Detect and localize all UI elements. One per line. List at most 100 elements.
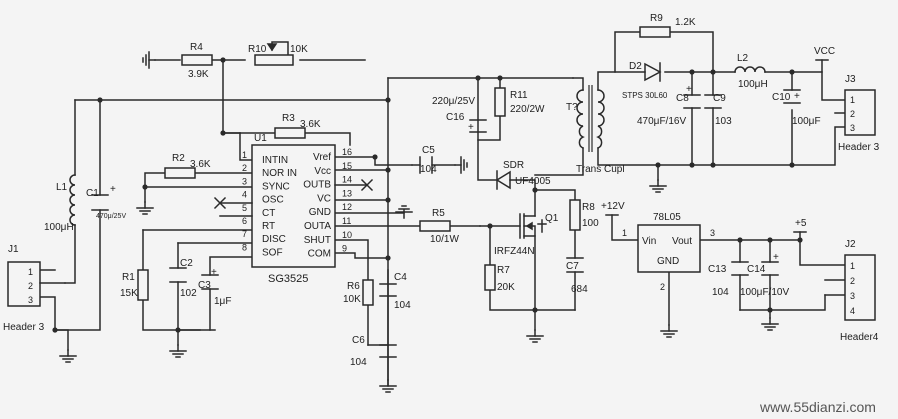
- ic-pin-name: CT: [262, 208, 275, 219]
- svg-text:Q1: Q1: [545, 213, 559, 224]
- connector-j3: J3 1 2 3 Header 3: [838, 74, 880, 153]
- svg-text:Trans Cupl: Trans Cupl: [576, 164, 625, 175]
- ic-pin-name: OUTA: [304, 221, 331, 232]
- svg-text:J1: J1: [8, 244, 19, 255]
- svg-text:C13: C13: [708, 264, 727, 275]
- ground-icon: [660, 324, 678, 338]
- wires: [39, 31, 846, 386]
- resistor-r2: R2 3.6K: [164, 153, 211, 179]
- resistor-r7: R7 20K: [484, 264, 515, 293]
- svg-text:C6: C6: [352, 335, 365, 346]
- svg-text:D2: D2: [629, 61, 642, 72]
- net-vcc: VCC: [814, 46, 835, 57]
- capacitors: C1 + 470μ/25V C2 102 C3 + 1μF C4 104 C5 …: [86, 84, 821, 368]
- capacitor-c4: C4 104: [379, 272, 411, 311]
- ic-pin-name: OUTB: [303, 180, 331, 191]
- svg-text:R3: R3: [282, 113, 295, 124]
- inductor-l1: L1 100μH: [44, 174, 76, 233]
- capacitor-c3: C3 + 1μF: [198, 267, 231, 307]
- svg-text:2: 2: [28, 281, 33, 291]
- svg-text:470μ/25V: 470μ/25V: [96, 213, 126, 220]
- capacitor-c2: C2 102: [169, 258, 197, 299]
- inductor-l2: L2 100μH: [734, 53, 768, 90]
- svg-text:Header 3: Header 3: [838, 142, 880, 153]
- svg-text:L1: L1: [56, 182, 68, 193]
- ic-ref: U1: [254, 133, 267, 144]
- svg-text:15K: 15K: [120, 288, 138, 299]
- svg-text:100μF: 100μF: [792, 116, 821, 127]
- svg-text:Header4: Header4: [840, 332, 879, 343]
- svg-text:100μH: 100μH: [738, 79, 768, 90]
- capacitor-c1: C1 + 470μ/25V: [86, 184, 126, 220]
- svg-text:R7: R7: [497, 265, 510, 276]
- svg-text:+: +: [773, 252, 779, 263]
- ic-pin-number: 8: [242, 242, 247, 252]
- connector-j1: J1 1 2 3 Header 3: [3, 244, 45, 333]
- svg-text:C4: C4: [394, 272, 407, 283]
- c8-c9-value: 470μF/16V: [637, 116, 686, 127]
- svg-text:1: 1: [850, 95, 855, 105]
- svg-text:+: +: [110, 184, 116, 195]
- ic-pin-number: 12: [342, 202, 352, 212]
- ic-pin-name: NOR IN: [262, 168, 297, 179]
- ic-pin-number: 15: [342, 161, 352, 171]
- svg-text:100μH: 100μH: [44, 222, 74, 233]
- diode-d2: D2 STPS 30L60: [622, 61, 668, 100]
- net-12v: +12V: [601, 201, 625, 212]
- regulator-vin: Vin: [642, 236, 656, 247]
- resistor-r6: R6 10K: [343, 279, 374, 306]
- svg-text:20K: 20K: [497, 282, 515, 293]
- svg-text:R5: R5: [432, 208, 445, 219]
- ground-icon: [142, 51, 156, 69]
- svg-text:IRFZ44N: IRFZ44N: [494, 246, 535, 257]
- ic-pin-name: GND: [309, 207, 331, 218]
- svg-text:3: 3: [28, 295, 33, 305]
- capacitor-c7: C7 684: [566, 257, 588, 295]
- ic-pin-number: 10: [342, 230, 352, 240]
- inductors: L1 100μH L2 100μH: [44, 53, 768, 233]
- svg-text:10K: 10K: [343, 294, 361, 305]
- svg-text:104: 104: [394, 300, 411, 311]
- ic-pin-name: OSC: [262, 195, 284, 206]
- resistor-r1: R1 15K: [120, 269, 149, 301]
- svg-text:+: +: [211, 267, 217, 278]
- svg-text:+: +: [686, 84, 692, 95]
- resistor-r8: R8 100: [569, 199, 599, 231]
- svg-text:1: 1: [850, 261, 855, 271]
- mosfet-q1: Q1 IRFZ44N: [494, 213, 559, 257]
- ic-pin-number: 13: [342, 188, 352, 198]
- regulator-name: 78L05: [653, 212, 681, 223]
- svg-text:102: 102: [180, 288, 197, 299]
- svg-text:104: 104: [712, 287, 729, 298]
- regulator-pin-out: 3: [710, 228, 715, 238]
- svg-text:+: +: [794, 91, 800, 102]
- ic-pin-name: COM: [308, 249, 331, 260]
- capacitor-c10: C10 + 100μF: [772, 89, 821, 127]
- resistors: R4 3.9K R10 10K R3 3.6K R2 3.6K R1 15K R…: [120, 13, 696, 306]
- svg-text:104: 104: [350, 357, 367, 368]
- watermark: www.55dianzi.com: [759, 399, 876, 415]
- svg-text:C8: C8: [676, 93, 689, 104]
- ic-pin-name: SYNC: [262, 181, 290, 192]
- ic-pin-name: INTIN: [262, 155, 288, 166]
- capacitor-c13: C13 104: [708, 261, 749, 298]
- regulator-vout: Vout: [672, 236, 692, 247]
- ic-pin-number: 11: [342, 216, 351, 226]
- resistor-r9: R9 1.2K: [639, 13, 696, 38]
- svg-text:3.6K: 3.6K: [300, 119, 321, 130]
- ground-icon: [136, 201, 154, 215]
- capacitor-c16: 220μ/25V C16 +: [432, 96, 487, 133]
- svg-text:STPS 30L60: STPS 30L60: [622, 91, 668, 100]
- svg-text:UF4005: UF4005: [515, 176, 551, 187]
- ic-pin-name: Vref: [313, 152, 331, 163]
- svg-text:R2: R2: [172, 153, 185, 164]
- svg-text:R8: R8: [582, 202, 595, 213]
- svg-text:684: 684: [571, 284, 588, 295]
- svg-text:3.6K: 3.6K: [190, 159, 211, 170]
- svg-text:100μF/10V: 100μF/10V: [740, 287, 789, 298]
- ground-icon: [454, 156, 468, 174]
- capacitor-c14: C14 + 100μF/10V: [740, 252, 789, 298]
- svg-text:C5: C5: [422, 145, 435, 156]
